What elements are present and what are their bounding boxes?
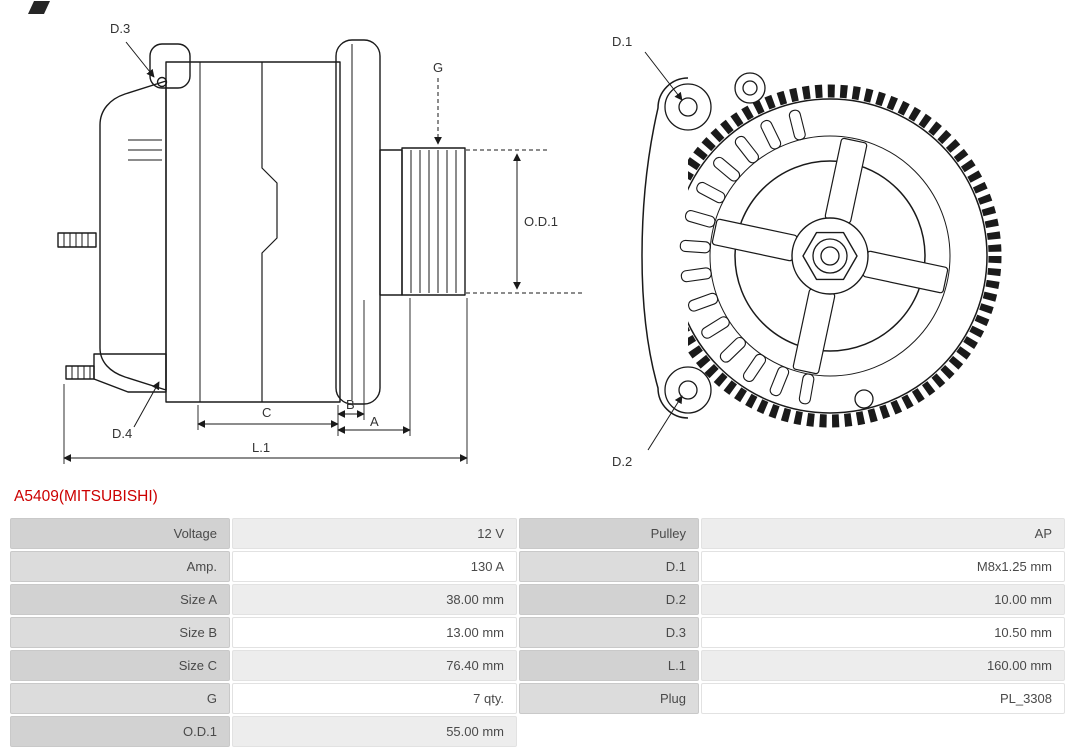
spec-label: O.D.1 [10, 716, 230, 747]
front-view-drawing [641, 72, 1002, 428]
spec-label: G [10, 683, 230, 714]
spec-value: 13.00 mm [232, 617, 517, 648]
spec-value: 10.50 mm [701, 617, 1065, 648]
pulley-spokes [711, 137, 949, 375]
spec-label: Amp. [10, 551, 230, 582]
spec-value: 55.00 mm [232, 716, 517, 747]
spec-value: 76.40 mm [232, 650, 517, 681]
spec-table: Voltage 12 V Pulley AP Amp. 130 A D.1 M8… [10, 518, 1065, 747]
spec-empty [519, 716, 699, 747]
label-c: C [262, 405, 271, 420]
spec-value: PL_3308 [701, 683, 1065, 714]
spec-label: Size A [10, 584, 230, 615]
spec-value: 38.00 mm [232, 584, 517, 615]
side-view-drawing [57, 39, 466, 405]
spec-label: D.3 [519, 617, 699, 648]
spec-value: 12 V [232, 518, 517, 549]
spec-empty [701, 716, 1065, 747]
spec-value: 7 qty. [232, 683, 517, 714]
brand-logo-icon [28, 1, 50, 14]
label-g: G [433, 60, 443, 75]
vent-slots [679, 109, 815, 405]
spec-value: 10.00 mm [701, 584, 1065, 615]
label-a: A [370, 414, 379, 429]
spec-label: Size C [10, 650, 230, 681]
label-d1: D.1 [612, 34, 632, 49]
spec-label: Pulley [519, 518, 699, 549]
label-od1: O.D.1 [524, 214, 558, 229]
spec-label: Voltage [10, 518, 230, 549]
side-view-dimension-lines [63, 41, 585, 464]
technical-diagram: D.3 G O.D.1 D.4 C B A L.1 [57, 21, 1002, 469]
label-d3: D.3 [110, 21, 130, 36]
label-d2: D.2 [612, 454, 632, 469]
spec-label: Plug [519, 683, 699, 714]
front-view-dimension-lines [644, 51, 683, 451]
spec-label: D.1 [519, 551, 699, 582]
spec-value: 130 A [232, 551, 517, 582]
spec-value: AP [701, 518, 1065, 549]
spec-label: L.1 [519, 650, 699, 681]
spec-label: D.2 [519, 584, 699, 615]
spec-label: Size B [10, 617, 230, 648]
label-l1: L.1 [252, 440, 270, 455]
part-number-title: A5409(MITSUBISHI) [14, 488, 158, 505]
label-b: B [346, 397, 355, 412]
brand-logo [26, 0, 52, 19]
spec-value: 160.00 mm [701, 650, 1065, 681]
label-d4: D.4 [112, 426, 132, 441]
spec-value: M8x1.25 mm [701, 551, 1065, 582]
